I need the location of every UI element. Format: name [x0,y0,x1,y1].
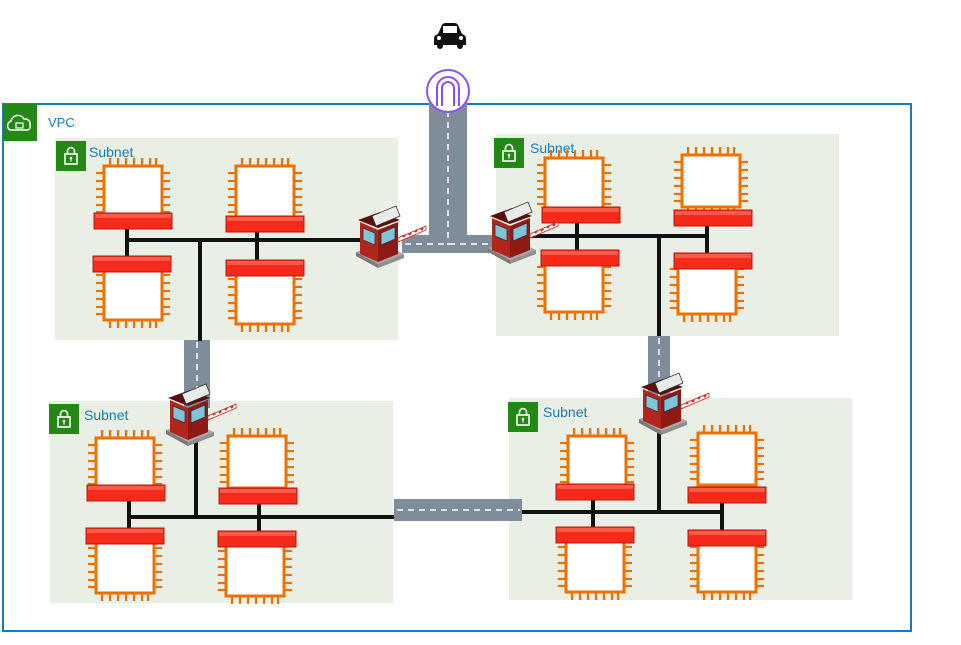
subnet-label: Subnet [84,407,128,423]
network-interface [540,249,620,267]
network-interface [85,527,165,545]
ec2-instance-icon [672,145,750,217]
network-wires [125,222,724,532]
network-interface [218,487,298,505]
ec2-instance-icon [218,426,296,498]
network-interface [673,209,753,227]
road-main-entry [402,95,496,253]
cloud-lock-icon [6,114,31,131]
ec2-instance-icon [688,423,766,495]
subnet-label: Subnet [89,144,133,160]
network-interface [92,255,172,273]
lock-icon [493,137,525,169]
network-interface [555,526,635,544]
lock-icon [55,140,87,172]
lock-icon [507,401,539,433]
car-icon [434,23,466,49]
vpc-label: VPC [48,115,75,130]
network-interface [93,212,173,230]
network-interface [86,484,166,502]
road-bottom-horizontal [394,499,522,521]
network-interface [225,215,305,233]
internet-gateway-icon [426,69,470,113]
network-interface [555,483,635,501]
subnet-label: Subnet [543,404,587,420]
network-interface [225,259,305,277]
network-interface [217,530,297,548]
network-interface [687,486,767,504]
lock-icon [48,403,80,435]
vpc-badge [3,104,37,141]
network-interface [687,529,767,547]
network-interface [541,206,621,224]
subnet-label: Subnet [530,140,574,156]
network-interface [673,252,753,270]
